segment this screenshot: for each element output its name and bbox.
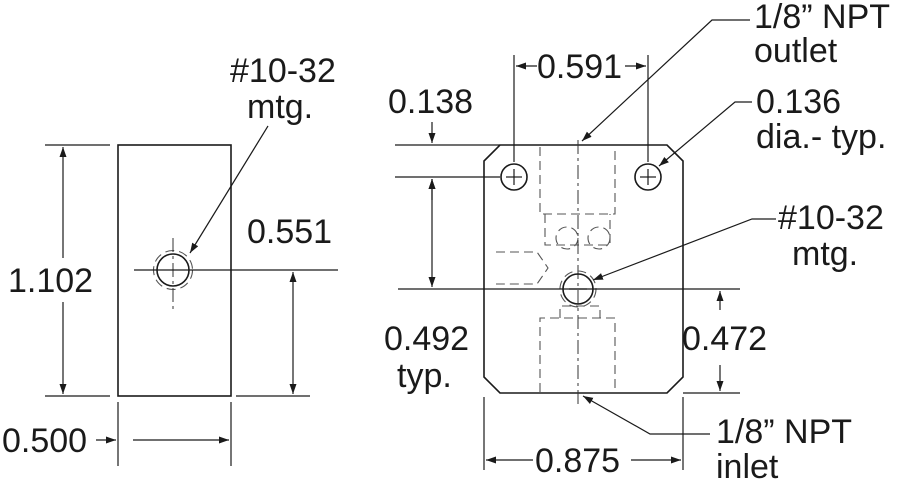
front-view-body xyxy=(483,144,684,394)
outlet-label-line1: 1/8” NPT xyxy=(754,0,890,36)
hole-dia-line2: dia.- typ. xyxy=(756,118,886,156)
front-top-offset-dim: 0.138 xyxy=(388,83,473,121)
front-hole-left xyxy=(500,163,528,191)
hole-dia-line1: 0.136 xyxy=(756,83,841,121)
side-mount-label-line2: mtg. xyxy=(247,88,313,126)
front-left-height-line2: typ. xyxy=(397,357,452,395)
side-mount-label-line1: #10-32 xyxy=(230,52,336,90)
inlet-label-line2: inlet xyxy=(716,448,779,486)
front-hole-right xyxy=(634,163,662,191)
front-width-dim: 0.875 xyxy=(535,442,620,480)
side-view: 1.102 0.551 0.500 #10-32 mtg. xyxy=(2,52,338,466)
front-hole-spacing-dim: 0.591 xyxy=(537,48,622,86)
front-left-height-line1: 0.492 xyxy=(384,320,469,358)
front-right-height-dim: 0.472 xyxy=(682,320,767,358)
front-view: 0.591 0.138 0.492 typ. 0.472 0.875 1/8” … xyxy=(384,0,890,486)
side-width-dim: 0.500 xyxy=(2,422,87,460)
front-mount-label-line2: mtg. xyxy=(792,235,858,273)
side-height-dim: 1.102 xyxy=(8,262,93,300)
inlet-label-line1: 1/8” NPT xyxy=(716,413,852,451)
side-hole-offset-dim: 0.551 xyxy=(247,213,332,251)
front-mount-label-line1: #10-32 xyxy=(778,199,884,237)
outlet-label-line2: outlet xyxy=(754,32,838,70)
